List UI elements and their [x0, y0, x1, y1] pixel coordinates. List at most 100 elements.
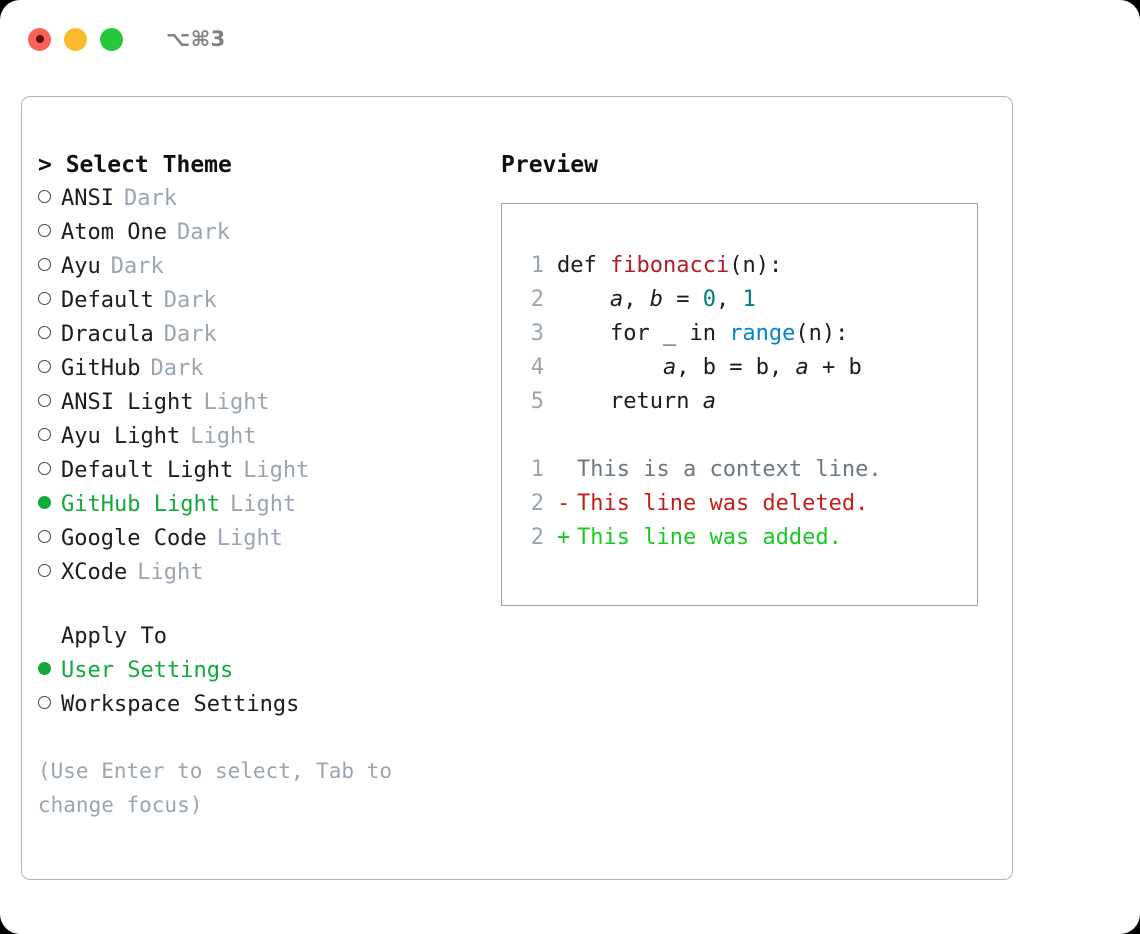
radio-unselected-icon[interactable]	[38, 530, 51, 543]
line-number: 5	[530, 389, 544, 414]
option-label: Dracula	[61, 322, 154, 347]
option-variant-tag: Light	[203, 390, 270, 415]
radio-unselected-icon[interactable]	[38, 394, 51, 407]
theme-option-github[interactable]: GitHub Dark	[38, 352, 478, 386]
option-label: GitHub Light	[61, 492, 220, 517]
code-line: 5 return a	[502, 385, 977, 419]
apply-option-user-settings[interactable]: User Settings	[38, 654, 478, 688]
option-variant-tag: Light	[216, 526, 283, 551]
option-variant-tag: Light	[137, 560, 204, 585]
code-token: a	[609, 287, 624, 312]
keyboard-shortcut-label: ⌥⌘3	[166, 27, 226, 51]
line-number: 1	[530, 457, 544, 482]
option-label: Default	[61, 288, 154, 313]
radio-unselected-icon[interactable]	[38, 190, 51, 203]
code-token: ,	[715, 287, 743, 312]
code-token: range	[729, 321, 796, 346]
code-token: +	[808, 355, 849, 380]
theme-option-github-light[interactable]: GitHub Light Light	[38, 488, 478, 522]
radio-selected-icon[interactable]	[38, 662, 51, 675]
code-token: b	[848, 355, 862, 380]
option-variant-tag: Dark	[176, 220, 230, 245]
option-label: GitHub	[61, 356, 141, 381]
zoom-button-icon[interactable]	[100, 27, 123, 51]
option-variant-tag: Dark	[150, 356, 204, 381]
theme-option-ansi-light[interactable]: ANSI Light Light	[38, 386, 478, 420]
code-token: (n):	[795, 321, 849, 346]
code-token: b	[649, 287, 663, 312]
option-label: Atom One	[61, 220, 167, 245]
code-token: a	[795, 355, 809, 380]
diff-line-text: This line was deleted.	[577, 491, 869, 516]
window-controls	[28, 27, 123, 51]
theme-option-google-code[interactable]: Google Code Light	[38, 522, 478, 556]
diff-marker	[557, 453, 577, 487]
option-label: Google Code	[61, 526, 207, 551]
radio-unselected-icon[interactable]	[38, 224, 51, 237]
code-token	[557, 355, 663, 380]
preview-box: 1 def fibonacci(n):2 a, b = 0, 1 3 for _ i…	[501, 203, 978, 606]
line-number: 4	[530, 355, 544, 380]
code-line-text: for _ in range(n):	[557, 317, 848, 351]
title-bar: ⌥⌘3	[0, 0, 1140, 78]
code-token: for _ in	[557, 321, 730, 346]
select-theme-heading: > Select Theme	[38, 152, 232, 178]
theme-option-ansi[interactable]: ANSI Dark	[38, 182, 478, 216]
code-line: 4 a, b = b, a + b	[502, 351, 977, 385]
code-token: =	[662, 287, 703, 312]
line-number: 2	[530, 287, 544, 312]
theme-option-xcode[interactable]: XCode Light	[38, 556, 478, 590]
diff-marker: -	[557, 491, 571, 516]
line-number: 1	[530, 253, 544, 278]
code-line-text: def fibonacci(n):	[557, 249, 782, 283]
option-variant-tag: Dark	[123, 186, 177, 211]
code-diff-separator	[502, 419, 977, 453]
line-number: 3	[530, 321, 544, 346]
option-variant-tag: Light	[229, 492, 297, 517]
option-variant-tag: Dark	[163, 322, 217, 347]
code-line-text: return a	[557, 385, 716, 419]
radio-unselected-icon[interactable]	[38, 326, 51, 339]
option-label: XCode	[61, 560, 128, 585]
radio-unselected-icon[interactable]	[38, 292, 51, 305]
theme-option-atom-one[interactable]: Atom One Dark	[38, 216, 478, 250]
minimize-button-icon[interactable]	[64, 27, 87, 51]
radio-unselected-icon[interactable]	[38, 428, 51, 441]
radio-selected-icon[interactable]	[38, 496, 51, 509]
radio-unselected-icon[interactable]	[38, 696, 51, 709]
code-token	[557, 287, 610, 312]
code-preview: 1 def fibonacci(n):2 a, b = 0, 1 3 for _ i…	[502, 249, 977, 555]
code-token: return	[557, 389, 703, 414]
option-variant-tag: Light	[190, 424, 257, 449]
option-variant-tag: Light	[243, 458, 310, 483]
keyboard-hint-text: (Use Enter to select, Tab to change focu…	[38, 759, 393, 817]
option-variant-tag: Dark	[163, 288, 217, 313]
option-label: ANSI Light	[61, 390, 194, 415]
apply-to-heading: Apply To	[61, 624, 167, 649]
line-number: 2	[530, 491, 544, 516]
radio-unselected-icon[interactable]	[38, 258, 51, 271]
theme-option-dracula[interactable]: Dracula Dark	[38, 318, 478, 352]
code-token: fibonacci	[609, 253, 730, 278]
code-token: ,	[768, 355, 796, 380]
radio-unselected-icon[interactable]	[38, 360, 51, 373]
option-label: ANSI	[61, 186, 114, 211]
radio-unselected-icon[interactable]	[38, 462, 51, 475]
code-line: 2 a, b = 0, 1	[502, 283, 977, 317]
theme-option-default[interactable]: Default Dark	[38, 284, 478, 318]
radio-unselected-icon[interactable]	[38, 564, 51, 577]
code-token: a	[702, 389, 716, 414]
code-line: 1 def fibonacci(n):	[502, 249, 977, 283]
close-button-icon[interactable]	[28, 27, 51, 51]
apply-option-workspace-settings[interactable]: Workspace Settings	[38, 688, 478, 722]
